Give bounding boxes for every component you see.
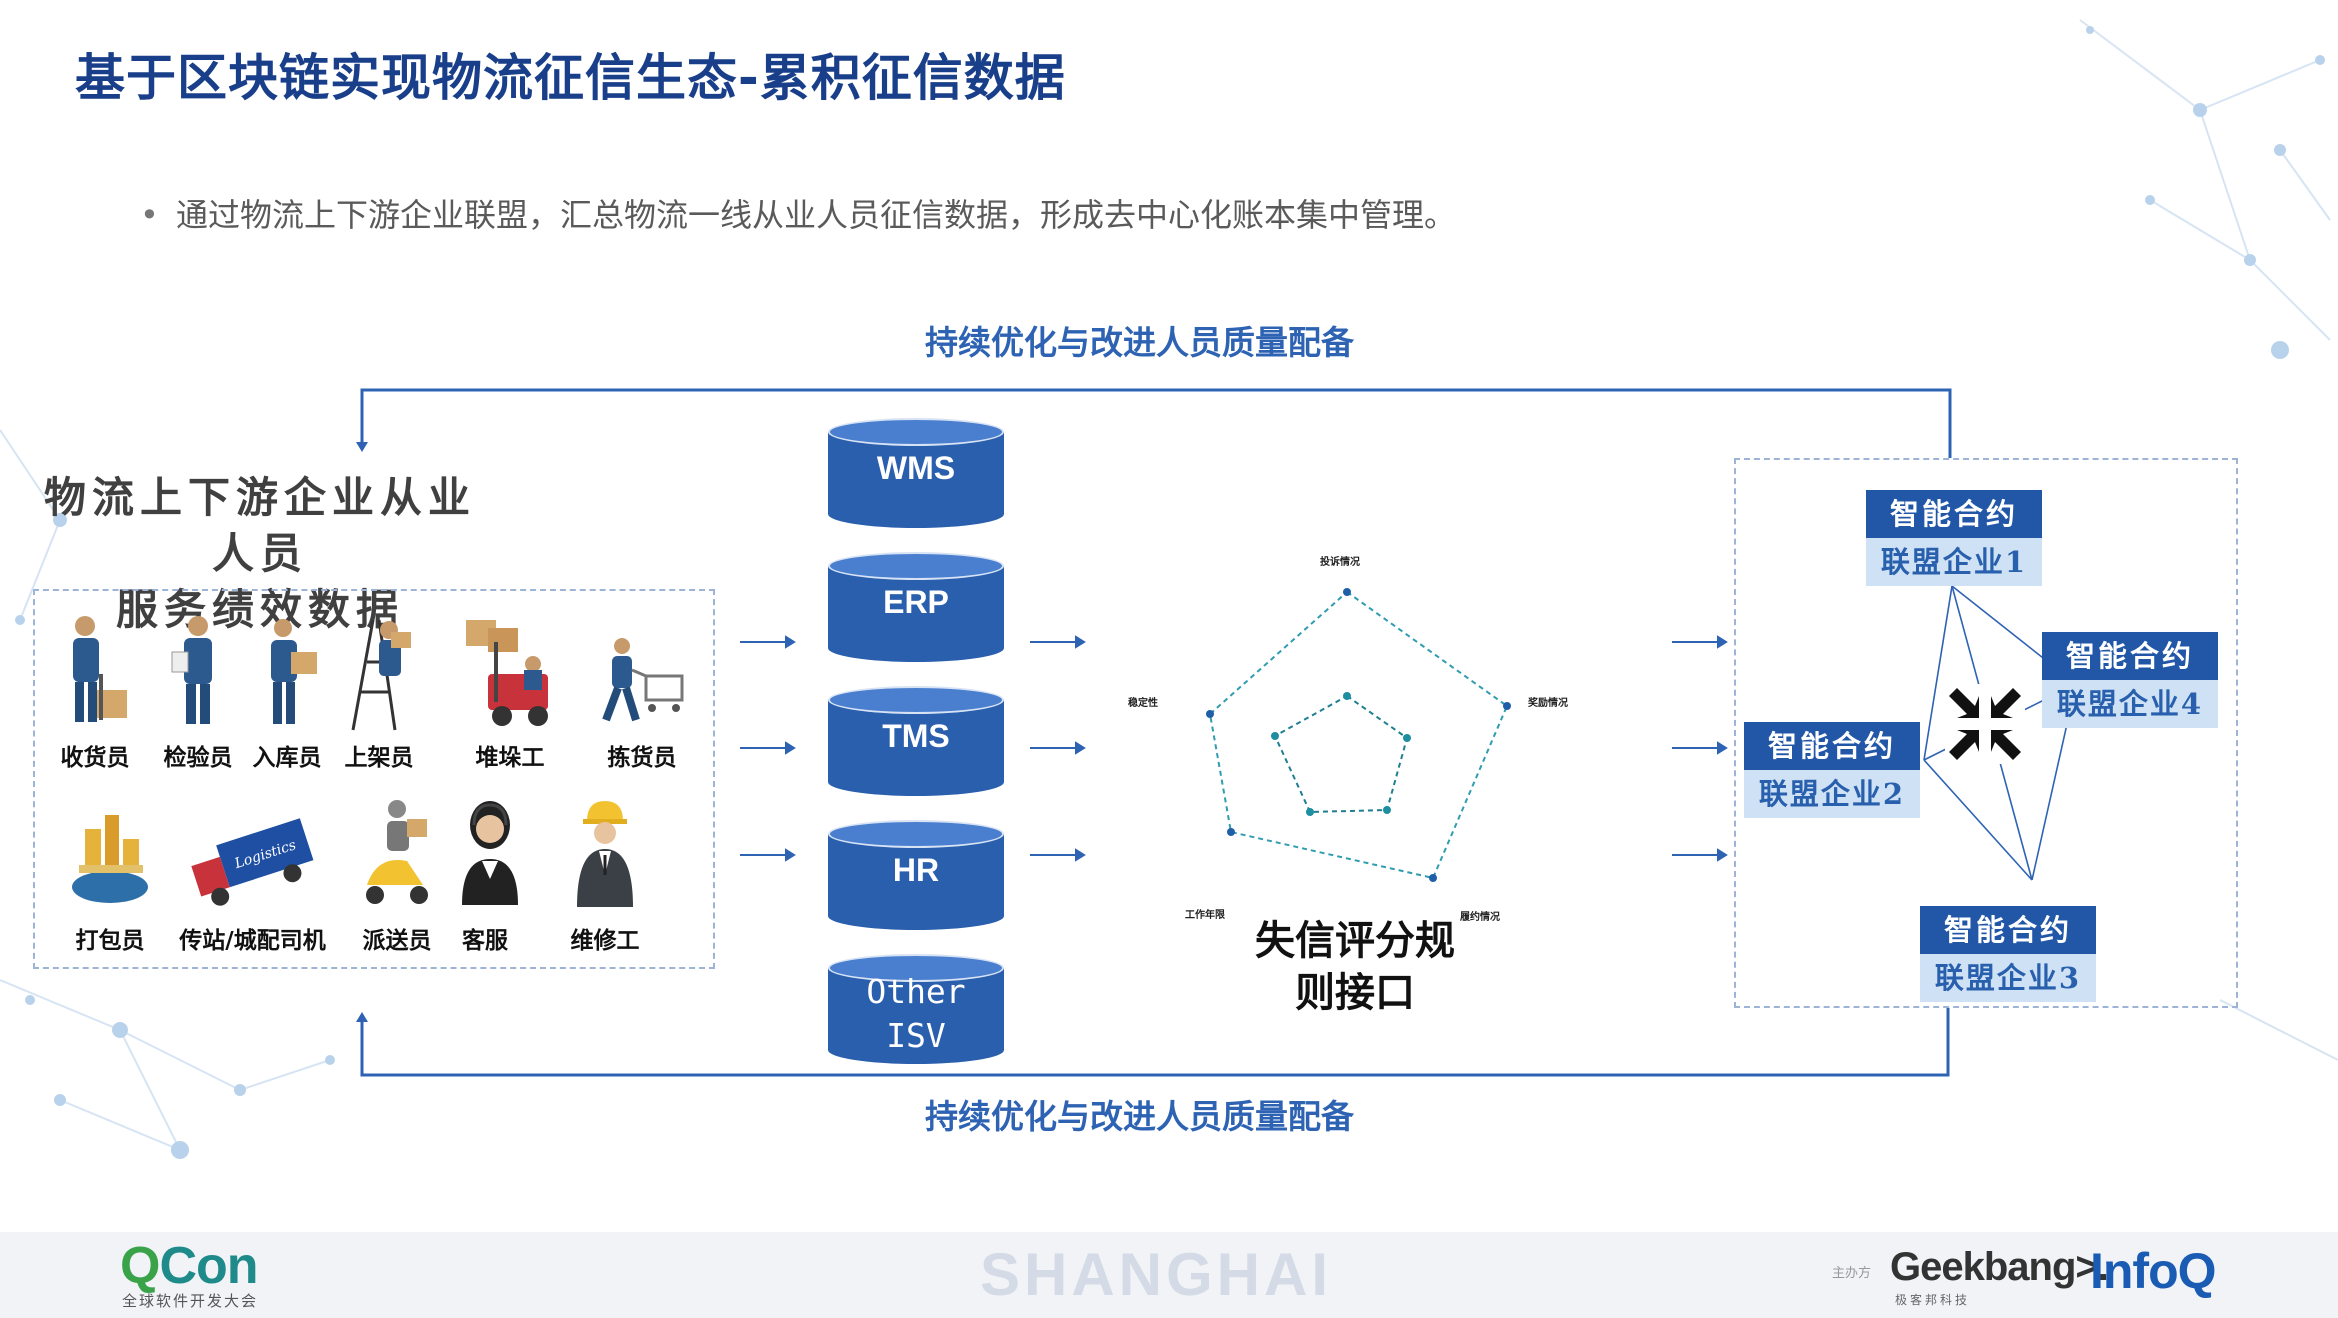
database-erp: ERP xyxy=(828,552,1004,662)
credit-radar-chart xyxy=(1206,588,1511,882)
converge-arrows-icon xyxy=(1945,684,2025,764)
footer-bar xyxy=(0,1232,2338,1318)
geekbang-logo: Geekbang>. xyxy=(1890,1245,2109,1289)
staff-heading-line1: 物流上下游企业从业人员 xyxy=(43,473,476,578)
contract-title: 智能合约 xyxy=(1744,722,1920,770)
database-label: TMS xyxy=(882,718,950,754)
worker-picker: 拣货员 xyxy=(592,612,692,772)
smart-contract-3: 智能合约 联盟企业3 xyxy=(1920,906,2096,1002)
rule-title-line1: 失信评分规 xyxy=(1255,918,1455,964)
worker-packer: 打包员 xyxy=(65,795,155,955)
database-label: WMS xyxy=(876,450,956,486)
warehousing-worker-icon xyxy=(271,619,317,724)
qcon-subtitle: 全球软件开发大会 xyxy=(122,1292,259,1310)
smart-contract-4: 智能合约 联盟企业4 xyxy=(2042,632,2218,728)
database-wms: WMS xyxy=(828,418,1004,528)
radar-axis-label: 投诉情况 xyxy=(1320,557,1360,568)
contract-member: 联盟企业3 xyxy=(1920,954,2096,1002)
radar-axis-label: 奖励情况 xyxy=(1528,698,1568,709)
worker-shelving: 上架员 xyxy=(334,612,424,772)
database-label: HR xyxy=(892,852,940,888)
contract-member: 联盟企业2 xyxy=(1744,770,1920,818)
rule-interface-title: 失信评分规 则接口 xyxy=(1225,915,1485,1019)
staff-heading-line2: 服务绩效数据 xyxy=(115,585,404,634)
host-label: 主办方 xyxy=(1832,1266,1872,1281)
bullet-marker: • xyxy=(140,196,159,234)
qcon-logo-q: Q xyxy=(120,1237,160,1295)
worker-label: 打包员 xyxy=(75,928,145,954)
repair-worker-icon xyxy=(577,801,633,907)
database-label: Other ISV xyxy=(828,970,1004,1058)
worker-label: 堆垛工 xyxy=(475,745,545,771)
picker-cart-icon xyxy=(602,638,684,722)
alliance-box xyxy=(1734,458,2238,1008)
customer-service-icon xyxy=(462,801,518,905)
worker-label: 检验员 xyxy=(163,745,233,771)
stacker-forklift-icon xyxy=(465,620,548,726)
database-hr: HR xyxy=(828,820,1004,930)
loop-label-bottom: 持续优化与改进人员质量配备 xyxy=(925,1097,1354,1136)
database-label-line2: ISV xyxy=(886,1016,946,1055)
qcon-logo: QCon xyxy=(120,1236,259,1296)
radar-axis-label: 稳定性 xyxy=(1128,698,1158,709)
rule-title-line2: 则接口 xyxy=(1295,970,1415,1016)
worker-receiver: 收货员 xyxy=(45,612,145,772)
worker-label: 拣货员 xyxy=(607,745,677,771)
city-watermark: SHANGHAI xyxy=(980,1241,1333,1308)
worker-warehousing: 入库员 xyxy=(242,612,332,772)
bullet-point: • 通过物流上下游企业联盟，汇总物流一线从业人员征信数据，形成去中心化账本集中管理… xyxy=(140,190,1456,236)
database-tms: TMS xyxy=(828,686,1004,796)
database-other-isv: Other ISV xyxy=(828,954,1004,1064)
worker-label: 维修工 xyxy=(570,928,640,954)
smart-contract-1: 智能合约 联盟企业1 xyxy=(1866,490,2042,586)
worker-driver: Logistics 传站/城配司机 xyxy=(165,795,340,955)
radar-axis-label: 工作年限 xyxy=(1185,910,1225,921)
database-label: ERP xyxy=(883,584,949,620)
shelving-worker-icon xyxy=(351,619,411,731)
receiver-worker-icon xyxy=(73,616,127,722)
worker-label: 入库员 xyxy=(252,745,322,771)
radar-axis-label: 履约情况 xyxy=(1460,912,1500,923)
smart-contract-2: 智能合约 联盟企业2 xyxy=(1744,722,1920,818)
worker-label: 上架员 xyxy=(344,745,414,771)
delivery-scooter-icon xyxy=(366,800,428,904)
database-label-line1: Other xyxy=(866,972,966,1011)
geekbang-subtitle: 极客邦科技 xyxy=(1895,1293,1971,1307)
worker-delivery: 派送员 xyxy=(352,795,442,955)
contract-member: 联盟企业4 xyxy=(2042,680,2218,728)
worker-label: 客服 xyxy=(462,928,508,954)
worker-label: 派送员 xyxy=(362,928,432,954)
staff-box xyxy=(33,589,715,969)
worker-inspector: 检验员 xyxy=(148,612,248,772)
contract-member: 联盟企业1 xyxy=(1866,538,2042,586)
contract-title: 智能合约 xyxy=(1920,906,2096,954)
contract-title: 智能合约 xyxy=(1866,490,2042,538)
loop-label-top: 持续优化与改进人员质量配备 xyxy=(925,323,1354,362)
worker-stacker: 堆垛工 xyxy=(455,612,565,772)
packer-conveyor-icon xyxy=(72,815,148,903)
qcon-logo-rest: Con xyxy=(159,1237,258,1295)
bullet-text: 通过物流上下游企业联盟，汇总物流一线从业人员征信数据，形成去中心化账本集中管理。 xyxy=(176,196,1457,234)
worker-customer-service: 客服 xyxy=(450,795,520,955)
worker-label: 传站/城配司机 xyxy=(179,928,326,954)
worker-label: 收货员 xyxy=(60,745,130,771)
logistics-truck-icon: Logistics xyxy=(190,818,313,906)
contract-title: 智能合约 xyxy=(2042,632,2218,680)
staff-heading: 物流上下游企业从业人员 服务绩效数据 xyxy=(40,470,480,638)
infoq-logo: InfoQ xyxy=(2090,1243,2217,1299)
worker-repair: 维修工 xyxy=(555,795,655,955)
inspector-worker-icon xyxy=(171,616,212,724)
slide-title: 基于区块链实现物流征信生态-累积征信数据 xyxy=(75,49,1066,107)
